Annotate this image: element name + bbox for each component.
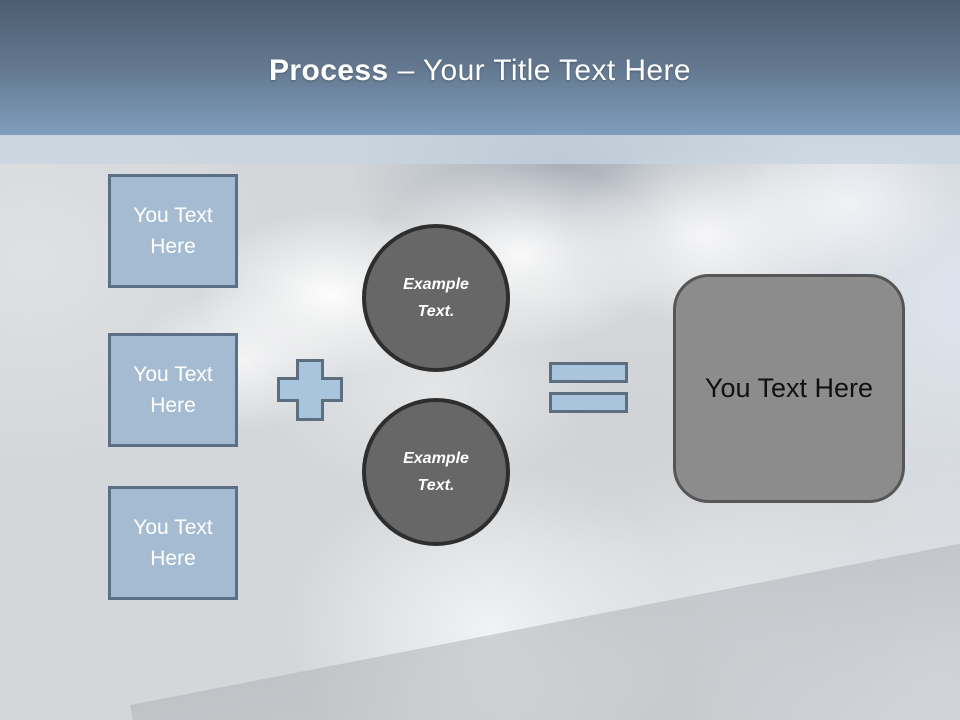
text-placeholder-3-label: You Text Here — [133, 515, 213, 571]
result-placeholder[interactable]: You Text Here — [673, 274, 905, 503]
example-circle-2[interactable]: Example Text. — [362, 398, 510, 546]
title-subtitle: – Your Title Text Here — [397, 54, 691, 87]
equals-icon-top-bar[interactable] — [549, 362, 628, 383]
text-placeholder-2-label: You Text Here — [133, 362, 213, 418]
text-placeholder-1[interactable]: You Text Here — [108, 174, 238, 288]
title-keyword: Process — [269, 54, 389, 87]
example-circle-1-label: Example Text. — [403, 275, 469, 320]
plus-icon[interactable] — [277, 359, 343, 421]
text-placeholder-3[interactable]: You Text Here — [108, 486, 238, 600]
example-circle-1[interactable]: Example Text. — [362, 224, 510, 372]
text-placeholder-2[interactable]: You Text Here — [108, 333, 238, 447]
text-placeholder-1-label: You Text Here — [133, 203, 213, 259]
header-bar — [0, 0, 960, 135]
equals-icon-bottom-bar[interactable] — [549, 392, 628, 413]
example-circle-2-label: Example Text. — [403, 449, 469, 494]
result-placeholder-label: You Text Here — [704, 373, 874, 403]
slide-title[interactable]: Process– Your Title Text Here — [0, 54, 960, 88]
header-accent-band — [0, 135, 960, 164]
